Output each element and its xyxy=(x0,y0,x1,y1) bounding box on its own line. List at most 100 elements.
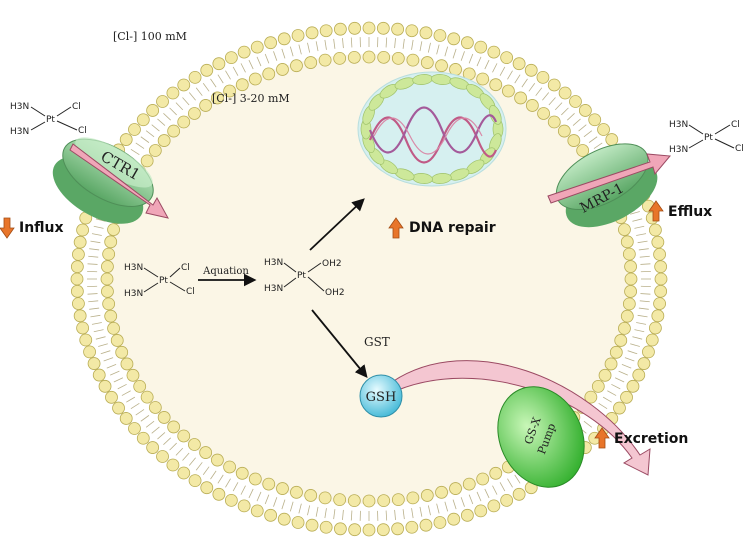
lipid-head xyxy=(620,235,634,249)
lipid-head xyxy=(557,124,571,138)
lipid-tail xyxy=(202,82,210,92)
lipid-head xyxy=(188,438,201,451)
excretion-indicator: Excretion xyxy=(594,427,688,449)
lipid-tail xyxy=(593,142,603,149)
lipid-head xyxy=(347,50,361,64)
svg-text:OH2: OH2 xyxy=(325,288,345,298)
lipid-tail xyxy=(607,390,617,396)
svg-text:Pt: Pt xyxy=(704,133,713,143)
lipid-head xyxy=(156,450,169,463)
lipid-head xyxy=(305,26,319,40)
lipid-head xyxy=(199,99,213,112)
lipid-tail xyxy=(333,38,336,49)
lipid-tail xyxy=(188,457,196,466)
lipid-head xyxy=(449,482,462,495)
lipid-head xyxy=(224,51,238,65)
lipid-tail xyxy=(100,350,111,355)
lipid-tail xyxy=(163,437,171,445)
lipid-tail xyxy=(521,78,528,88)
lipid-head xyxy=(618,321,631,335)
lipid-head xyxy=(598,368,612,382)
lipid-head xyxy=(70,272,84,286)
lipid-head xyxy=(112,401,125,415)
lipid-tail xyxy=(492,63,498,73)
ctr1-influx-arrow xyxy=(69,143,169,219)
lipid-head xyxy=(102,247,116,261)
lipid-head xyxy=(645,333,659,347)
lipid-tail xyxy=(583,420,593,428)
lipid-head xyxy=(547,78,561,92)
lipid-head xyxy=(651,309,665,323)
svg-text:Cl: Cl xyxy=(186,287,195,297)
lipid-head xyxy=(622,247,636,261)
lipid-tail xyxy=(163,113,171,121)
lipid-head xyxy=(128,123,141,136)
lipid-tail xyxy=(614,377,625,383)
lipid-tail xyxy=(175,447,184,456)
lipid-tail xyxy=(411,508,414,519)
lipid-tail xyxy=(89,248,100,251)
lipid-tail xyxy=(402,509,405,520)
lipid-head xyxy=(73,235,87,249)
lipid-tail xyxy=(611,383,621,390)
lipid-head xyxy=(79,333,93,347)
lipid-head xyxy=(558,86,572,100)
lipid-head xyxy=(569,95,582,108)
lipid-head xyxy=(126,368,140,382)
lipid-tail xyxy=(140,136,150,143)
lipid-tail xyxy=(411,39,414,50)
lipid-head xyxy=(501,84,515,98)
lipid-head xyxy=(237,45,251,59)
nuclear-envelope-bead xyxy=(489,105,502,125)
lipid-tail xyxy=(307,42,311,53)
lipid-head xyxy=(136,431,150,445)
lipid-tail xyxy=(632,336,643,340)
gst-label: GST xyxy=(364,335,390,349)
lipid-tail xyxy=(548,97,556,106)
lipid-tail xyxy=(638,307,649,310)
lipid-tail xyxy=(217,474,224,484)
lipid-tail xyxy=(572,118,581,126)
lipid-head xyxy=(235,466,249,480)
lipid-tail xyxy=(638,248,649,251)
svg-text:H3N: H3N xyxy=(264,258,283,268)
lipid-head xyxy=(362,494,376,508)
lipid-tail xyxy=(350,37,353,48)
svg-text:Cl: Cl xyxy=(72,102,81,112)
lipid-head xyxy=(362,50,376,64)
lipid-tail xyxy=(90,314,101,318)
lipid-head xyxy=(651,235,665,249)
lipid-head xyxy=(591,379,605,393)
lipid-head xyxy=(348,523,362,537)
lipid-head xyxy=(223,84,237,98)
lipid-tail xyxy=(210,470,217,480)
lipid-head xyxy=(120,357,134,371)
lipid-head xyxy=(622,297,636,311)
svg-text:OH2: OH2 xyxy=(322,259,342,269)
svg-text:H3N: H3N xyxy=(124,289,143,299)
lipid-tail xyxy=(385,37,388,48)
lipid-tail xyxy=(542,92,550,101)
lipid-head xyxy=(514,91,528,105)
lipid-head xyxy=(277,512,291,526)
lipid-head xyxy=(333,493,347,507)
svg-text:H3N: H3N xyxy=(669,145,688,155)
cytoplasm xyxy=(104,54,634,504)
lipid-tail xyxy=(636,322,647,325)
gsh-molecule xyxy=(359,374,403,418)
svg-text:Cl: Cl xyxy=(731,120,740,130)
lipid-head xyxy=(212,57,226,71)
lipid-head xyxy=(166,458,180,472)
lipid-tail xyxy=(630,343,640,347)
lipid-tail xyxy=(624,357,635,362)
lipid-head xyxy=(362,21,376,35)
svg-text:Pt: Pt xyxy=(297,271,306,281)
lipid-head xyxy=(235,78,249,92)
extracellular-chloride-label: [Cl-] 100 mM xyxy=(113,30,187,43)
lipid-head xyxy=(115,345,129,359)
lipid-tail xyxy=(639,300,650,303)
lipid-tail xyxy=(639,255,650,258)
lipid-head xyxy=(304,489,318,502)
lipid-head xyxy=(276,482,289,495)
